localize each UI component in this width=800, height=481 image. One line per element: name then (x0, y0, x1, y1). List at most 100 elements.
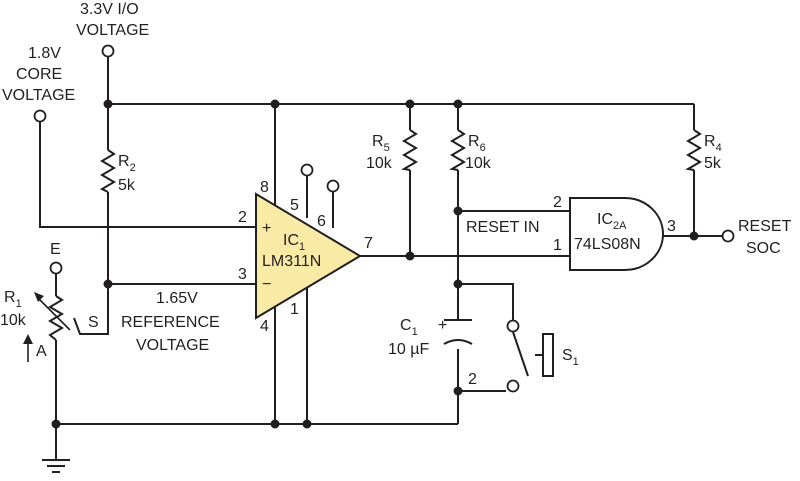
junction-dot (405, 99, 415, 109)
ic1-pin-4: 4 (260, 318, 269, 335)
and-gate-body (569, 197, 664, 271)
junction-dot (270, 419, 280, 429)
resistor-zigzag (99, 149, 116, 193)
r4-sub: 4 (716, 142, 722, 154)
ic1-minus-sign: − (262, 276, 271, 293)
ic1-pin-8: 8 (260, 179, 269, 196)
io-voltage-label-2: VOLTAGE (76, 22, 149, 39)
svg-text:S1: S1 (562, 347, 579, 368)
potentiometer-r1: R1 10k E S A (0, 241, 99, 362)
core-voltage-terminal (33, 109, 47, 123)
wires (39, 56, 722, 460)
annotation-labels: 3.3V I/O VOLTAGE 1.8V CORE VOLTAGE 1.65V… (2, 1, 792, 354)
r2-value: 5k (118, 177, 136, 194)
r4-name: R (704, 133, 716, 150)
r1-wiper-wire (73, 284, 109, 335)
r1-sub: 1 (16, 298, 22, 310)
junction-dot (103, 279, 113, 289)
ic1-pin-3: 3 (238, 266, 247, 283)
ic1-part: LM311N (262, 253, 321, 270)
svg-text:R1: R1 (4, 289, 22, 310)
ic1-pin-6: 6 (317, 213, 326, 230)
switch-button (542, 333, 554, 377)
r1-pin-a: A (36, 343, 47, 360)
s1-sub: 1 (573, 356, 579, 368)
resistor-r4: R4 5k (685, 129, 722, 172)
terminals (33, 44, 735, 393)
r5-value: 10k (366, 155, 393, 172)
junctions (51, 99, 699, 429)
r2-name: R (118, 153, 130, 170)
ref-voltage-label-3: VOLTAGE (136, 337, 209, 354)
c1-sub: 1 (412, 326, 418, 338)
arrow-up-icon (23, 334, 33, 344)
switch-contact-bottom (506, 379, 520, 393)
comparator-ic1: + − IC1 LM311N 2 3 8 5 6 7 4 1 (238, 179, 373, 335)
ic2a-name: IC (597, 211, 613, 228)
ic1-pin5-terminal (300, 163, 314, 177)
and-gate-ic2a: IC2A 74LS08N 2 1 3 (553, 194, 676, 271)
r6-name: R (468, 133, 480, 150)
ic2a-pin-2: 2 (553, 194, 562, 211)
junction-dot (405, 251, 415, 261)
svg-text:R6: R6 (468, 133, 486, 154)
ground-symbol (42, 459, 70, 473)
io-voltage-label: 3.3V I/O (80, 1, 139, 18)
r1-pin-e: E (50, 241, 61, 258)
svg-text:C1: C1 (400, 317, 418, 338)
capacitor-c1: + C1 10 µF (388, 317, 473, 358)
resistor-r6: R6 10k (449, 129, 492, 172)
ic1-pin-7: 7 (364, 235, 373, 252)
core-voltage-label-2: CORE (16, 66, 62, 83)
ic1-pin-1: 1 (290, 301, 299, 318)
switch-contact-top (506, 319, 520, 333)
svg-text:R4: R4 (704, 133, 722, 154)
junction-dot (302, 419, 312, 429)
core-voltage-wire (39, 122, 256, 228)
c1-value: 10 µF (388, 341, 429, 358)
r2-sub: 2 (130, 162, 136, 174)
r1-e-terminal (49, 261, 63, 275)
ic2a-pin-1: 1 (553, 237, 562, 254)
junction-dot (453, 279, 463, 289)
s1-pin-2: 2 (468, 371, 477, 388)
ic1-name: IC (283, 232, 299, 249)
reset-in-label: RESET IN (466, 219, 540, 236)
ic1-pin6-terminal (326, 179, 340, 193)
junction-dot (270, 99, 280, 109)
arrow-head-icon (34, 292, 44, 302)
c1-polarity: + (438, 317, 447, 334)
r1-value: 10k (0, 312, 27, 329)
ic1-sub: 1 (299, 241, 305, 253)
ref-voltage-label-2: REFERENCE (121, 314, 220, 331)
potentiometer-adjust-arrow (37, 297, 71, 331)
c1-name: C (400, 317, 412, 334)
resistor-r2: R2 5k (99, 149, 136, 194)
reset-soc-terminal (721, 229, 735, 243)
reset-soc-label: RESET (738, 218, 792, 235)
push-switch-s1: S1 2 (468, 331, 579, 388)
r6-value: 10k (465, 155, 492, 172)
svg-text:R2: R2 (118, 153, 136, 174)
junction-dot (103, 99, 113, 109)
resistor-zigzag (685, 129, 702, 171)
r5-name: R (372, 133, 384, 150)
r6-sub: 6 (480, 142, 486, 154)
switch-blade (512, 331, 529, 377)
ic2a-part: 74LS08N (574, 236, 641, 253)
ic1-plus-sign: + (262, 220, 271, 237)
r1-name: R (4, 289, 16, 306)
junction-dot (689, 231, 699, 241)
ic1-pin-2: 2 (238, 209, 247, 226)
resistor-zigzag (48, 295, 64, 341)
core-voltage-label: 1.8V (28, 45, 61, 62)
r1-pin-s: S (88, 314, 99, 331)
junction-dot (453, 386, 463, 396)
svg-text:R5: R5 (372, 133, 390, 154)
capacitor-plate-curved (443, 339, 473, 345)
junction-dot (453, 99, 463, 109)
ic2a-pin-3: 3 (667, 218, 676, 235)
resistor-zigzag (449, 129, 466, 171)
